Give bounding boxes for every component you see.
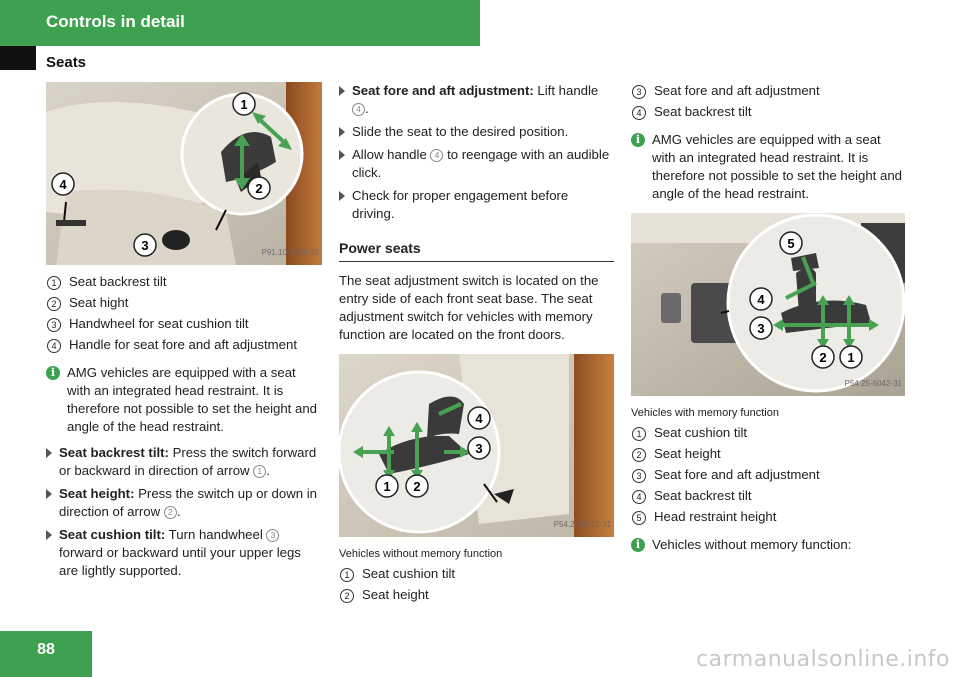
image-reference: P54.25-6042-31 <box>844 379 902 388</box>
power-seat-switch-photo: 1 2 3 4 P54.25-6041-31 <box>339 354 614 537</box>
image-caption: Vehicles with memory function <box>631 407 779 419</box>
image-reference: P91.10-2499-31 <box>261 248 319 257</box>
callout-3-label: 3 <box>141 238 148 253</box>
info-note: i AMG vehicles are equipped with a seat … <box>46 364 322 436</box>
instruction-step: Seat fore and aft adjustment: Lift handl… <box>339 82 614 118</box>
instruction-step: Seat backrest tilt: Press the switch for… <box>46 444 322 480</box>
header-bar <box>0 0 480 46</box>
callout-1 <box>232 92 256 116</box>
info-icon: i <box>46 366 60 380</box>
door-memory-switch-photo: 1 2 3 4 5 P54.25-6042-31 <box>631 213 905 396</box>
paragraph: The seat adjustment switch is located on… <box>339 273 599 342</box>
image-caption: Vehicles without memory function <box>339 548 503 560</box>
instruction-step: Seat cushion tilt: Turn handwheel 3 forw… <box>46 526 322 580</box>
callout-3-label: 3 <box>757 321 764 336</box>
instruction-step: Seat height: Press the switch up or down… <box>46 485 322 521</box>
info-note: i Vehicles without memory function: <box>631 536 907 554</box>
header-marker <box>0 46 36 70</box>
page-number-box <box>0 631 92 677</box>
info-icon: i <box>631 538 645 552</box>
column-2: Seat fore and aft adjustment: Lift handl… <box>339 82 614 607</box>
bullet-arrow-icon <box>339 150 345 160</box>
info-icon: i <box>631 133 645 147</box>
callout-1-label: 1 <box>847 350 854 365</box>
bullet-arrow-icon <box>339 127 345 137</box>
callout-2-label: 2 <box>819 350 826 365</box>
callout-2-label: 2 <box>413 479 420 494</box>
instruction-step: Slide the seat to the desired position. <box>339 123 614 141</box>
instruction-step: Check for proper engagement before drivi… <box>339 187 614 223</box>
watermark: carmanualsonline.info <box>696 647 950 672</box>
callout-1-label: 1 <box>240 97 247 112</box>
callout-3-label: 3 <box>475 441 482 456</box>
seat-controls-photo: 1 2 3 4 P91.10-2499-31 <box>46 82 322 265</box>
callout-4-label: 4 <box>757 292 765 307</box>
page-number: 88 <box>37 641 55 658</box>
bullet-arrow-icon <box>339 86 345 96</box>
instruction-step: Allow handle 4 to reengage with an audib… <box>339 146 614 182</box>
callout-4-label: 4 <box>59 177 67 192</box>
callout-5-label: 5 <box>787 236 794 251</box>
bullet-arrow-icon <box>46 530 52 540</box>
callout-4-label: 4 <box>475 411 483 426</box>
info-note: i AMG vehicles are equipped with a seat … <box>631 131 907 203</box>
callout-2-label: 2 <box>255 181 262 196</box>
callout-1-label: 1 <box>383 479 390 494</box>
section-heading: Power seats <box>339 239 614 262</box>
bullet-arrow-icon <box>46 489 52 499</box>
page-title: Seats <box>46 54 87 71</box>
bullet-arrow-icon <box>339 191 345 201</box>
image-reference: P54.25-6041-31 <box>553 520 611 529</box>
section-title: Controls in detail <box>46 12 185 31</box>
bullet-arrow-icon <box>46 448 52 458</box>
